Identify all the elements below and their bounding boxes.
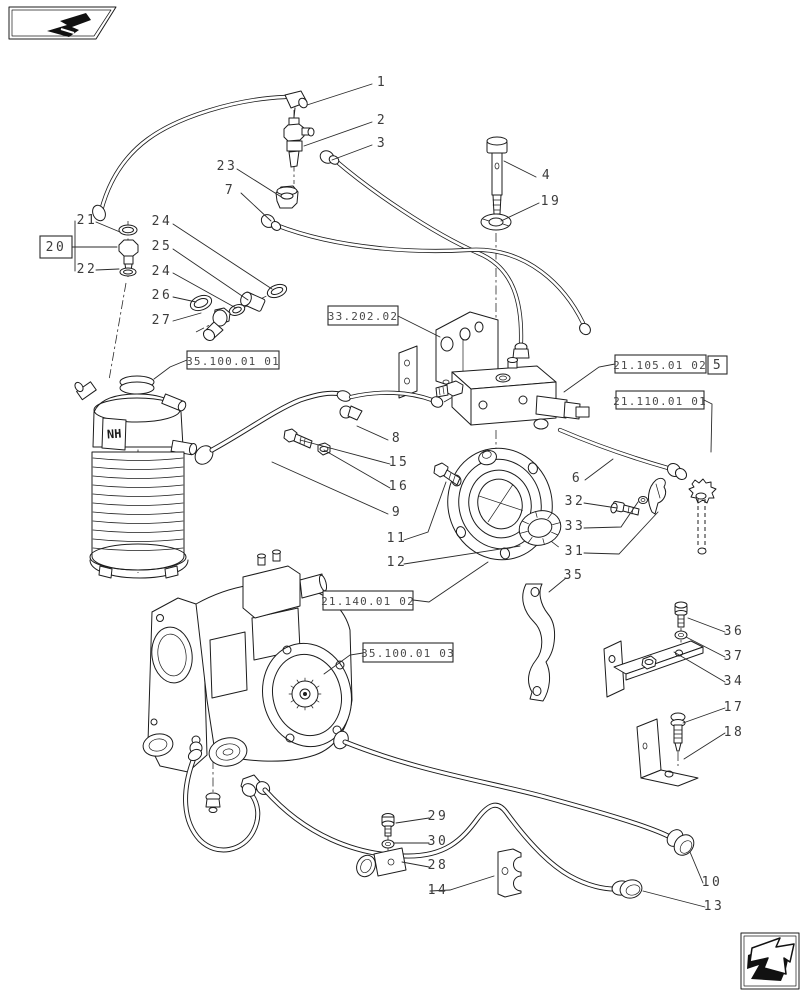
callout-3: 3 xyxy=(377,136,387,151)
filter-outlet-hose xyxy=(209,390,444,453)
ref-box-oil-dipstick[interactable]: 21.110.01 01 xyxy=(613,390,707,410)
ref-box-oil-filter-label[interactable]: 35.100.01 01 xyxy=(186,355,280,368)
l-bracket-and-bolt xyxy=(636,712,699,787)
callout-6: 6 xyxy=(572,471,582,486)
ref-box-oil-dipstick-label[interactable]: 21.110.01 01 xyxy=(613,395,707,408)
ref-box-pump-detail[interactable]: 21.140.01 02 xyxy=(321,590,415,611)
canister-brand-label: NH xyxy=(107,426,122,441)
page-forward-arrow-icon xyxy=(747,937,795,981)
callout-20: 20 xyxy=(46,240,67,255)
callout-21: 21 xyxy=(77,213,98,228)
ref-box-pump-lines-label[interactable]: 33.202.02 xyxy=(328,310,398,323)
adapter-fitting-group xyxy=(118,224,139,277)
nav-previous-page[interactable] xyxy=(8,6,117,40)
ref-box-valve-assembly[interactable]: 21.105.01 02 xyxy=(613,354,707,374)
pump-flange-cover xyxy=(433,447,562,561)
callout-14: 14 xyxy=(428,883,449,898)
hydraulic-piston-pump xyxy=(142,549,353,813)
ref-box-hydraulic-pump[interactable]: 35.100.01 03 xyxy=(361,642,455,663)
callout-24b: 24 xyxy=(152,264,173,279)
callout-29: 29 xyxy=(428,809,449,824)
page-back-arrow-icon xyxy=(47,13,91,37)
delivery-hoses xyxy=(255,730,695,899)
callout-1: 1 xyxy=(377,75,387,90)
oring-sleeve-elbow-group xyxy=(189,283,288,342)
callout-37: 37 xyxy=(724,649,745,664)
callout-34: 34 xyxy=(724,674,745,689)
suction-hose-loop xyxy=(183,748,261,853)
elbow-union-fitting xyxy=(275,90,315,209)
callout-31: 31 xyxy=(565,544,586,559)
ref-box-pump-lines[interactable]: 33.202.02 xyxy=(327,305,399,326)
callout-18: 18 xyxy=(724,725,745,740)
callout-26: 26 xyxy=(152,288,173,303)
ref-box-pump-detail-label[interactable]: 21.140.01 02 xyxy=(321,595,415,608)
callout-9: 9 xyxy=(392,505,402,520)
callout-33: 33 xyxy=(565,519,586,534)
callout-30: 30 xyxy=(428,834,449,849)
valve-manifold-block xyxy=(435,357,590,430)
callout-7: 7 xyxy=(225,183,235,198)
callout-4: 4 xyxy=(542,168,552,183)
callout-25: 25 xyxy=(152,239,173,254)
callout-17: 17 xyxy=(724,700,745,715)
callout-35: 35 xyxy=(564,568,585,583)
ref-box-hydraulic-pump-label[interactable]: 35.100.01 03 xyxy=(361,647,455,660)
reference-boxes: 33.202.02 35.100.01 01 21.105.01 02 21.1… xyxy=(186,305,707,663)
callout-5-box xyxy=(707,355,728,375)
callout-32: 32 xyxy=(565,494,586,509)
leader-lines xyxy=(71,83,726,908)
breather-dipstick xyxy=(688,478,717,555)
curved-support-bracket xyxy=(522,583,555,702)
callout-22: 22 xyxy=(77,262,98,277)
oil-filter-canister: NH xyxy=(74,375,214,579)
callout-5: 5 xyxy=(713,358,723,373)
callout-19: 19 xyxy=(541,194,562,209)
ref-box-oil-filter[interactable]: 35.100.01 01 xyxy=(186,350,280,370)
callout-27: 27 xyxy=(152,313,173,328)
callout-2: 2 xyxy=(377,113,387,128)
clip-and-bolt-group xyxy=(610,477,667,516)
callout-24a: 24 xyxy=(152,214,173,229)
callout-8: 8 xyxy=(392,431,402,446)
callout-16: 16 xyxy=(389,479,410,494)
callout-10: 10 xyxy=(702,875,723,890)
nav-next-page[interactable] xyxy=(740,932,800,990)
callout-20-box xyxy=(39,235,73,259)
dowel-pin-and-washer xyxy=(480,136,512,231)
callout-15: 15 xyxy=(389,455,410,470)
callout-12: 12 xyxy=(387,555,408,570)
callout-labels: 1 2 3 23 7 4 19 21 22 24 25 24 26 27 8 1… xyxy=(39,75,745,914)
flat-bar-bracket xyxy=(603,601,704,698)
callout-13: 13 xyxy=(704,899,725,914)
pipe-clamp-hardware xyxy=(283,405,363,456)
callout-28: 28 xyxy=(428,858,449,873)
callout-36: 36 xyxy=(724,624,745,639)
ref-box-valve-assembly-label[interactable]: 21.105.01 02 xyxy=(613,359,707,372)
callout-23: 23 xyxy=(217,159,238,174)
steel-pipes xyxy=(92,94,688,481)
hose-clamp-hardware xyxy=(356,813,522,898)
callout-11: 11 xyxy=(387,531,408,546)
